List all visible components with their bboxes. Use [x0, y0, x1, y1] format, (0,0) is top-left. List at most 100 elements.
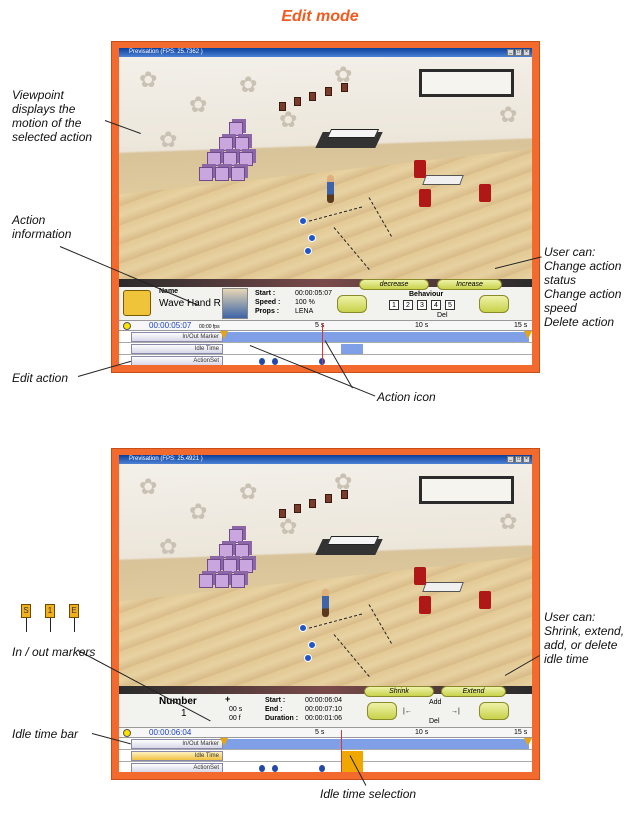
- wall-picture: [341, 83, 348, 92]
- path-waypoint-marker[interactable]: [308, 234, 316, 242]
- floor: [119, 149, 532, 279]
- arrow-right-icon[interactable]: →|: [451, 708, 460, 715]
- behaviour-button-5[interactable]: 5: [445, 300, 455, 310]
- idle-time-bar[interactable]: [341, 344, 363, 354]
- decrease-speed-button[interactable]: decrease: [359, 279, 429, 290]
- playhead[interactable]: [341, 730, 342, 772]
- purple-cube: [235, 137, 249, 151]
- record-icon[interactable]: [123, 729, 131, 737]
- speed-slider-left[interactable]: [337, 295, 367, 313]
- inout-marker-track[interactable]: In/Out Marker: [119, 738, 532, 750]
- extend-slider[interactable]: [479, 702, 509, 720]
- tick-10s: 10 s: [415, 322, 429, 329]
- speed-value: 100 %: [295, 299, 315, 306]
- close-button[interactable]: ×: [523, 49, 530, 56]
- inout-marker-bar[interactable]: [223, 739, 529, 749]
- behaviour-button-2[interactable]: 2: [403, 300, 413, 310]
- purple-cube: [239, 152, 253, 166]
- action-icon[interactable]: [259, 765, 265, 772]
- idle-time-track[interactable]: Idle Time: [119, 343, 532, 355]
- start-label: Start :: [265, 697, 286, 704]
- chair: [419, 189, 431, 207]
- action-icon[interactable]: [272, 358, 278, 365]
- behaviour-button-4[interactable]: 4: [431, 300, 441, 310]
- action-icon[interactable]: [259, 358, 265, 365]
- wall-picture: [309, 499, 316, 508]
- maximize-button[interactable]: □: [515, 456, 522, 463]
- record-icon[interactable]: [123, 322, 131, 330]
- purple-cube: [229, 529, 243, 543]
- wallpaper-flower-icon: ✿: [499, 509, 518, 534]
- action-set-track[interactable]: ActionSet: [119, 762, 532, 772]
- close-button[interactable]: ×: [523, 456, 530, 463]
- flag-stem: [74, 618, 75, 632]
- number-value: 1: [181, 708, 187, 719]
- wallpaper-flower-icon: ✿: [139, 474, 158, 499]
- timecode-display: 00:00:05:07: [149, 321, 192, 330]
- bed-cover: [326, 536, 380, 545]
- add-idle-button[interactable]: Add: [429, 699, 442, 706]
- behaviour-button-1[interactable]: 1: [389, 300, 399, 310]
- delete-action-button[interactable]: Del: [437, 312, 448, 319]
- maximize-button[interactable]: □: [515, 49, 522, 56]
- track-label: Idle Time: [131, 751, 223, 761]
- bottom-screenshot-frame: Previsation (FPS: 25.4921 ) _ □ × ✿ ✿ ✿ …: [111, 448, 540, 780]
- in-marker-flag-icon[interactable]: [220, 331, 228, 339]
- character-lena[interactable]: [327, 175, 334, 203]
- wallpaper-flower-icon: ✿: [279, 514, 298, 539]
- shrink-idle-button[interactable]: Shrink: [364, 686, 434, 697]
- tick-15s: 15 s: [514, 322, 528, 329]
- flag-stem: [26, 618, 27, 632]
- path-waypoint-marker[interactable]: [308, 641, 316, 649]
- speed-slider-right[interactable]: [479, 295, 509, 313]
- idle-info-panel: Number 1 + 00 s 00 f Start : 00:00:06:04…: [119, 686, 532, 728]
- track-label: In/Out Marker: [131, 332, 223, 342]
- increase-speed-button[interactable]: Increase: [437, 279, 502, 290]
- top-viewport-3d[interactable]: ✿ ✿ ✿ ✿ ✿ ✿ ✿ ✿: [119, 57, 532, 279]
- wall-picture: [294, 504, 301, 513]
- out-marker-flag-icon[interactable]: [524, 738, 532, 746]
- annotation-idle-selection: Idle time selection: [320, 787, 417, 801]
- purple-cube: [239, 559, 253, 573]
- action-set-track[interactable]: ActionSet: [119, 355, 532, 365]
- action-info-panel: Name Wave Hand R Start : 00:00:05:07 Spe…: [119, 279, 532, 321]
- annotation-viewpoint: Viewpoint displays the motion of the sel…: [12, 88, 93, 144]
- path-waypoint-marker[interactable]: [304, 247, 312, 255]
- purple-cube: [199, 574, 213, 588]
- purple-cube: [215, 167, 229, 181]
- inout-marker-bar[interactable]: [223, 332, 529, 342]
- floor: [119, 556, 532, 686]
- path-waypoint-marker[interactable]: [299, 217, 307, 225]
- extend-idle-button[interactable]: Extend: [441, 686, 506, 697]
- wall-picture: [294, 97, 301, 106]
- out-marker-flag-icon[interactable]: [524, 331, 532, 339]
- path-waypoint-marker[interactable]: [299, 624, 307, 632]
- path-waypoint-marker[interactable]: [304, 654, 312, 662]
- purple-cube: [235, 544, 249, 558]
- bottom-viewport-3d[interactable]: ✿ ✿ ✿ ✿ ✿ ✿ ✿ ✿: [119, 464, 532, 686]
- purple-cube: [207, 559, 221, 573]
- playhead[interactable]: [322, 323, 323, 365]
- character-lena[interactable]: [322, 589, 329, 617]
- wall-picture: [279, 102, 286, 111]
- minimize-button[interactable]: _: [507, 49, 514, 56]
- plus-label: +: [225, 694, 231, 704]
- action-icon[interactable]: [319, 765, 325, 772]
- wallpaper-flower-icon: ✿: [139, 67, 158, 92]
- wallpaper-flower-icon: ✿: [189, 92, 208, 117]
- action-icon[interactable]: [272, 765, 278, 772]
- timeline-clock-row: 00:00:05:07 00:00 fps 5 s 10 s 15 s: [119, 321, 532, 331]
- idle-time-track[interactable]: Idle Time: [119, 750, 532, 772]
- minimize-button[interactable]: _: [507, 456, 514, 463]
- behaviour-button-3[interactable]: 3: [417, 300, 427, 310]
- delete-idle-button[interactable]: Del: [429, 718, 440, 725]
- in-marker-flag-icon[interactable]: [220, 738, 228, 746]
- end-value: 00:00:07:10: [305, 706, 342, 713]
- timecode-display: 00:00:06:04: [149, 728, 192, 737]
- wallpaper-flower-icon: ✿: [159, 534, 178, 559]
- arrow-left-icon[interactable]: |←: [403, 708, 412, 715]
- shrink-slider[interactable]: [367, 702, 397, 720]
- annotation-user-can-2: User can: Shrink, extend, add, or delete…: [544, 610, 625, 666]
- edit-action-icon[interactable]: [123, 290, 151, 316]
- wallpaper-flower-icon: ✿: [499, 102, 518, 127]
